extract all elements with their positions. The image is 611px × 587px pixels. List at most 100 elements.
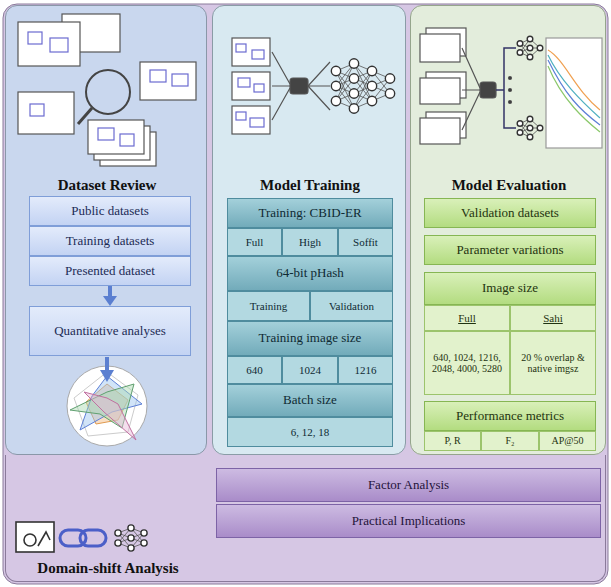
analysis-band: Domain-shift AnalysisFactor AnalysisPrac…: [5, 455, 606, 582]
box-label: 640: [246, 364, 263, 377]
stage-title: Dataset Review: [6, 176, 208, 194]
stage-title: Model Evaluation: [411, 176, 607, 194]
network-node: [115, 540, 121, 546]
header-box: Image size: [424, 272, 596, 305]
network-link: [372, 79, 390, 87]
network-node: [141, 530, 147, 536]
step-box: Quantitative analyses: [29, 306, 191, 356]
option-cell: 640: [227, 356, 282, 384]
network-link: [336, 94, 354, 102]
network-node: [527, 36, 533, 42]
network-link: [336, 86, 354, 109]
network-link: [336, 79, 354, 87]
box-label: Parameter variations: [456, 243, 563, 258]
box-label: Batch size: [283, 393, 337, 408]
box-label: AP@50: [552, 435, 584, 447]
header-box: Validation datasets: [424, 198, 596, 228]
network-node: [367, 96, 376, 105]
box-label: Training datasets: [66, 234, 155, 249]
network-node: [115, 530, 121, 536]
box-label: Factor Analysis: [368, 478, 449, 493]
network-link: [530, 48, 540, 49]
box-label: F₂: [505, 435, 514, 447]
network-link: [131, 538, 144, 543]
network-link: [336, 71, 354, 109]
analysis-box: Practical Implications: [216, 504, 601, 538]
network-link: [354, 86, 372, 94]
network-link: [354, 86, 372, 109]
box-label: Full: [458, 312, 476, 325]
box-label: Validation: [329, 300, 374, 313]
evaluation-icon: [420, 28, 602, 148]
network-link: [520, 133, 530, 138]
network-node: [527, 54, 533, 60]
network-link: [131, 533, 144, 538]
network-link: [520, 124, 530, 129]
stage-panel: Model TrainingTraining: CBID-ERFullHighS…: [212, 5, 406, 455]
network-link: [336, 64, 354, 87]
network-link: [131, 528, 144, 543]
network-link: [336, 86, 354, 94]
step-box: Presented dataset: [29, 256, 191, 286]
network-link: [336, 64, 354, 102]
network-link: [336, 71, 354, 94]
network-link: [354, 71, 372, 79]
arrow-head: [103, 296, 117, 306]
option-cell: Soffit: [338, 228, 393, 256]
option-cell: AP@50: [539, 431, 596, 451]
network-node: [517, 130, 523, 136]
box-label: Image size: [482, 281, 538, 296]
network-node: [385, 74, 394, 83]
option-cell: High: [282, 228, 338, 256]
network-link: [336, 79, 354, 102]
network-link: [354, 71, 372, 109]
network-link: [336, 64, 354, 72]
network-link: [520, 44, 530, 49]
step-box: Training datasets: [29, 226, 191, 256]
network-node: [349, 89, 358, 98]
network-link: [354, 101, 372, 109]
stage-title: Model Training: [213, 176, 407, 194]
network-link: [131, 533, 144, 548]
network-node: [331, 96, 340, 105]
network-link: [354, 64, 372, 72]
box-label: Training image size: [259, 331, 362, 346]
option-cell: P, R: [424, 431, 481, 451]
option-cell: 1216: [338, 356, 393, 384]
network-link: [336, 101, 354, 109]
network-link: [520, 44, 530, 58]
box-label: Presented dataset: [65, 264, 155, 279]
box-label: Sahi: [543, 312, 563, 325]
network-link: [530, 128, 540, 129]
option-cell: F₂: [481, 431, 539, 451]
network-node: [537, 45, 543, 51]
network-link: [354, 79, 372, 102]
outer-ground: [3, 4, 608, 584]
box-label: Training: [250, 300, 288, 313]
leader-arrow: [100, 357, 114, 382]
option-cell: Training: [227, 291, 310, 321]
box-label: P, R: [444, 435, 460, 447]
domain-shift-icon: [16, 522, 147, 552]
box-label: 1024: [299, 364, 321, 377]
network-link: [530, 119, 540, 128]
box-label: 6, 12, 18: [291, 426, 330, 439]
option-cell: 1024: [282, 356, 338, 384]
network-node: [517, 121, 523, 127]
radar-chart: [67, 366, 147, 446]
network-node: [331, 66, 340, 75]
box-label: Public datasets: [71, 204, 149, 219]
network-node: [527, 116, 533, 122]
network-node: [517, 41, 523, 47]
network-link: [118, 533, 131, 548]
network-node: [527, 45, 533, 51]
network-link: [131, 528, 144, 533]
network-link: [520, 119, 530, 124]
box-label: Full: [246, 236, 264, 249]
network-link: [354, 79, 372, 87]
network-node: [128, 535, 134, 541]
network-link: [372, 86, 390, 94]
network-node: [537, 125, 543, 131]
box-label: Quantitative analyses: [54, 324, 166, 339]
network-node: [331, 81, 340, 90]
